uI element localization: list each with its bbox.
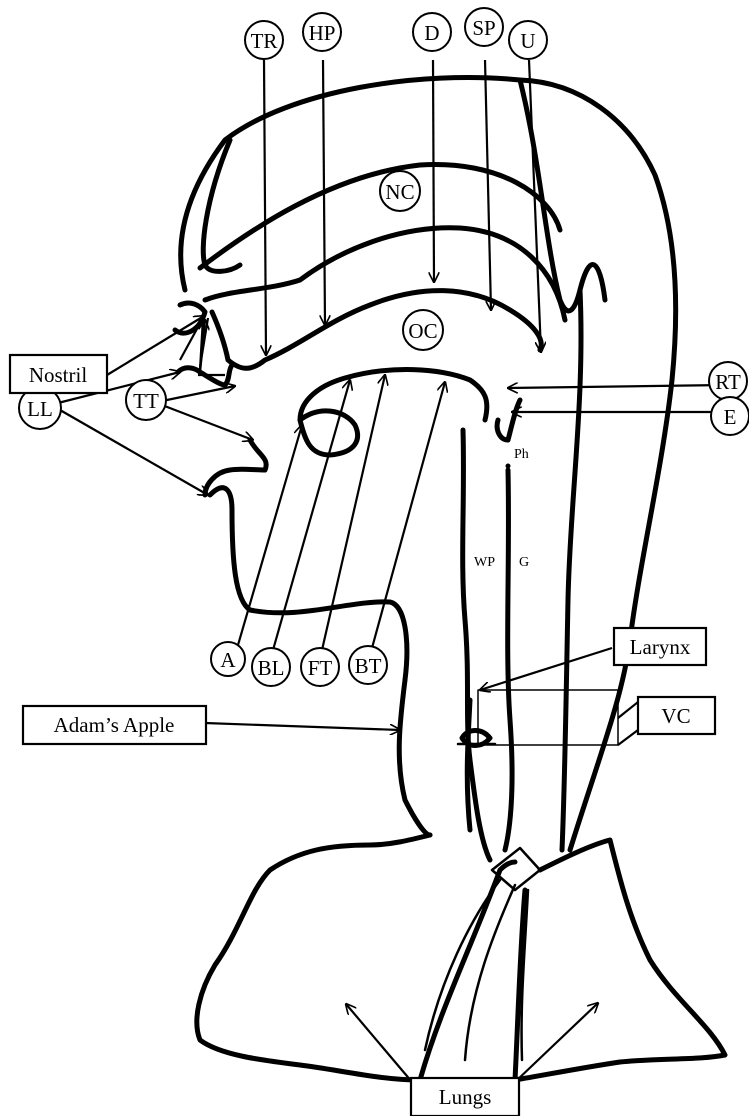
svg-text:FT: FT: [308, 656, 333, 680]
svg-text:Adam’s Apple: Adam’s Apple: [54, 713, 175, 737]
label-BT: BT: [349, 646, 387, 684]
svg-text:VC: VC: [661, 704, 690, 728]
label-E: E: [711, 397, 749, 435]
svg-text:RT: RT: [715, 370, 741, 394]
label-g: G: [519, 555, 529, 570]
label-BL: BL: [252, 648, 290, 686]
label-nostril: Nostril: [10, 355, 107, 393]
svg-text:BT: BT: [355, 654, 382, 678]
svg-text:E: E: [724, 405, 737, 429]
label-lungs: Lungs: [411, 1078, 519, 1116]
label-larynx: Larynx: [614, 628, 706, 665]
svg-text:U: U: [520, 29, 535, 53]
pharynx-dot: [506, 464, 511, 469]
svg-text:NC: NC: [385, 180, 414, 204]
svg-text:HP: HP: [309, 21, 336, 45]
svg-text:Lungs: Lungs: [439, 1085, 492, 1109]
label-RT: RT: [709, 362, 747, 400]
svg-text:SP: SP: [472, 16, 495, 40]
label-HP: HP: [303, 13, 341, 51]
svg-text:Nostril: Nostril: [29, 363, 88, 387]
label-A: A: [211, 642, 245, 676]
label-NC: NC: [380, 171, 420, 211]
label-FT: FT: [301, 648, 339, 686]
svg-text:LL: LL: [27, 397, 53, 421]
label-arrows: [50, 60, 726, 1082]
label-adams-apple: Adam’s Apple: [23, 706, 206, 744]
svg-text:D: D: [424, 21, 439, 45]
label-ph: Ph: [514, 447, 529, 462]
label-OC: OC: [403, 310, 443, 350]
svg-text:A: A: [220, 648, 236, 672]
svg-text:TT: TT: [133, 389, 159, 413]
label-TT: TT: [126, 380, 166, 420]
svg-text:OC: OC: [408, 319, 437, 343]
svg-text:TR: TR: [251, 29, 278, 53]
label-U: U: [509, 21, 547, 59]
label-SP: SP: [465, 8, 503, 46]
label-TR: TR: [245, 21, 283, 59]
label-vc: VC: [638, 697, 715, 734]
label-D: D: [413, 13, 451, 51]
svg-text:BL: BL: [258, 656, 285, 680]
svg-text:Larynx: Larynx: [630, 635, 691, 659]
label-wp: WP: [474, 555, 495, 570]
